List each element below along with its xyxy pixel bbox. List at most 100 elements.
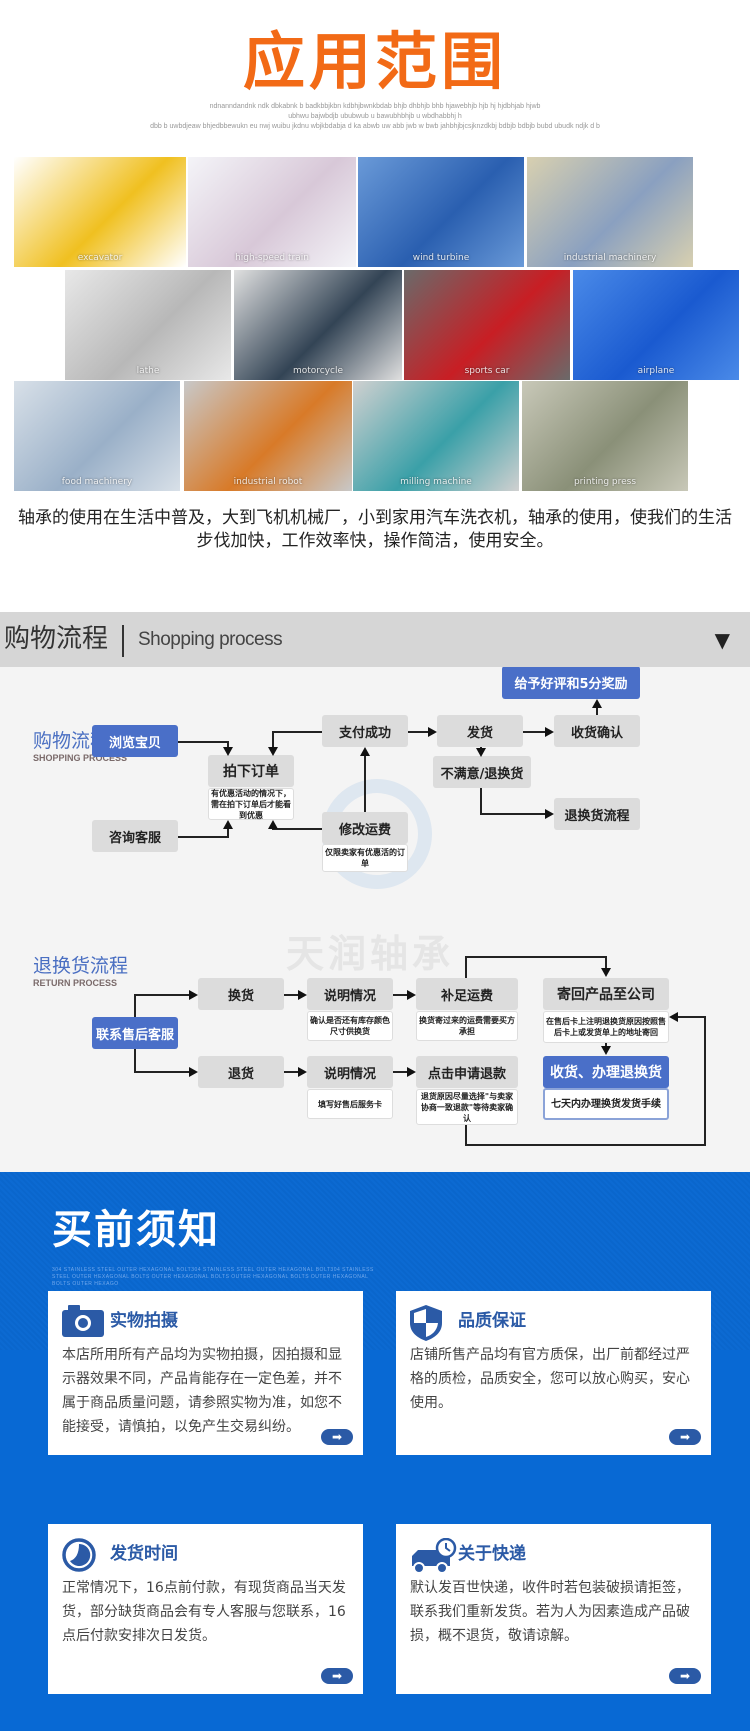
connector	[523, 731, 545, 733]
photo-caption: printing press	[573, 477, 637, 487]
arrow-right-button[interactable]: ➡	[669, 1668, 701, 1684]
application-photo: printing press	[522, 381, 688, 491]
step-return-process: 退换货流程	[554, 798, 640, 830]
notice-title: 买前须知	[52, 1207, 220, 1253]
arrow-right-icon	[298, 990, 307, 1000]
connector	[134, 1071, 189, 1073]
application-photo: airplane	[573, 270, 739, 380]
connector	[272, 828, 322, 830]
connector	[178, 836, 228, 838]
photo-caption: wind turbine	[412, 253, 470, 263]
topup-shipping-note: 换货寄过来的运费需要买方承担	[416, 1011, 518, 1041]
arrow-right-button[interactable]: ➡	[669, 1429, 701, 1445]
connector	[364, 755, 366, 812]
arrow-up-icon	[268, 820, 278, 829]
step-explain-exchange: 说明情况	[307, 978, 393, 1010]
notice-card-quality: 品质保证 店铺所售产品均有官方质保，出厂前都经过严格的质检，品质安全，您可以放心…	[396, 1291, 711, 1455]
arrow-up-icon	[223, 820, 233, 829]
connector	[272, 731, 322, 733]
application-range-section: 应用范围 ndnanndandnk ndk dbkabnk b badkbbjk…	[0, 0, 750, 608]
connector	[393, 1071, 407, 1073]
connector	[465, 956, 607, 958]
arrow-right-icon	[189, 1067, 198, 1077]
step-contact-aftersales: 联系售后客服	[92, 1017, 178, 1049]
explain-exchange-note: 确认是否还有库存颜色尺寸供换货	[307, 1011, 393, 1041]
arrow-right-icon	[298, 1067, 307, 1077]
purchase-notice-section: 买前须知 304 STAINLESS STEEL OUTER HEXAGONAL…	[0, 1172, 750, 1731]
decorative-filler-text: 304 STAINLESS STEEL OUTER HEXAGONAL BOLT…	[52, 1267, 374, 1287]
photo-caption: high-speed train	[235, 253, 309, 263]
arrow-down-icon	[476, 748, 486, 757]
connector	[284, 1071, 298, 1073]
step-place-order: 拍下订单	[208, 755, 294, 787]
connector	[178, 741, 228, 743]
application-photo: milling machine	[353, 381, 519, 491]
arrow-down-icon	[601, 968, 611, 977]
shopping-process-header[interactable]: 购物流程 Shopping process ▼	[0, 612, 750, 667]
section-title-en: Shopping process	[138, 629, 283, 650]
application-photo: high-speed train	[188, 157, 356, 267]
notice-card-courier: 关于快递 默认发百世快递，收件时若包装破损请拒签，联系我们重新发货。若为人为因素…	[396, 1524, 711, 1694]
return-flow-subtitle: RETURN PROCESS	[33, 978, 118, 988]
step-modify-shipping: 修改运费	[322, 812, 408, 844]
shopping-flow-subtitle: SHOPPING PROCESS	[33, 753, 128, 763]
card-title: 实物拍摄	[110, 1311, 178, 1331]
connector	[480, 813, 545, 815]
connector	[605, 1043, 607, 1047]
photo-caption: industrial machinery	[563, 253, 657, 263]
photo-caption: industrial robot	[233, 477, 303, 487]
photo-caption: excavator	[77, 253, 123, 263]
arrow-up-icon	[592, 699, 602, 708]
arrow-right-icon	[189, 990, 198, 1000]
connector	[272, 828, 274, 830]
arrow-down-icon	[601, 1046, 611, 1055]
card-body: 本店所用所有产品均为实物拍摄，因拍摄和显示器效果不同，产品肯能存在一定色差，并不…	[62, 1347, 342, 1435]
notice-card-shipping-time: 发货时间 正常情况下，16点前付款，有现货商品当天发货，部分缺货商品会有专人客服…	[48, 1524, 363, 1694]
arrow-down-icon	[268, 747, 278, 756]
application-photo: wind turbine	[358, 157, 524, 267]
application-range-title: 应用范围	[242, 25, 507, 98]
connector	[227, 828, 229, 838]
process-return-note: 七天内办理换货发货手续	[543, 1088, 669, 1120]
arrow-up-icon	[360, 747, 370, 756]
step-unsatisfied-return: 不满意/退换货	[433, 756, 531, 788]
connector	[465, 1144, 705, 1146]
step-give-review: 给予好评和5分奖励	[502, 667, 640, 699]
arrow-left-icon	[669, 1012, 678, 1022]
step-process-return: 收货、办理退换货	[543, 1056, 669, 1088]
section-title-cn: 购物流程	[4, 624, 109, 654]
shopping-process-diagram: 天润轴承 购物流程 SHOPPING PROCESS 浏览宝贝 咨询客服 拍下订…	[0, 667, 750, 1172]
card-body: 正常情况下，16点前付款，有现货商品当天发货，部分缺货商品会有专人客服与您联系，…	[62, 1580, 346, 1644]
application-photo: industrial robot	[184, 381, 352, 491]
photo-caption: milling machine	[400, 477, 472, 487]
explain-refund-note: 填写好售后服务卡	[307, 1089, 393, 1119]
arrow-right-icon	[407, 990, 416, 1000]
step-explain-refund: 说明情况	[307, 1056, 393, 1088]
divider	[122, 625, 124, 657]
arrow-right-button[interactable]: ➡	[321, 1668, 353, 1684]
return-flow-title: 退换货流程	[33, 955, 129, 977]
modify-shipping-note: 仅限卖家有优惠活的订单	[322, 844, 408, 872]
step-refund: 退货	[198, 1056, 284, 1088]
step-payment-success: 支付成功	[322, 715, 408, 747]
decorative-filler-text: ndnanndandnk ndk dbkabnk b badkbbjkbn kd…	[150, 103, 600, 130]
photo-caption: airplane	[637, 366, 675, 376]
delivery-truck-icon	[410, 1537, 460, 1574]
shield-icon	[410, 1305, 450, 1341]
connector	[284, 994, 298, 996]
card-title: 关于快递	[458, 1544, 526, 1564]
connector	[134, 994, 136, 1017]
application-photo: industrial machinery	[527, 157, 693, 267]
caret-down-icon[interactable]: ▼	[714, 628, 730, 652]
connector	[134, 1049, 136, 1072]
step-send-back: 寄回产品至公司	[543, 978, 669, 1010]
connector	[465, 1125, 467, 1145]
connector	[408, 731, 428, 733]
arrow-right-icon	[428, 727, 437, 737]
arrow-right-button[interactable]: ➡	[321, 1429, 353, 1445]
arrow-right-icon	[545, 727, 554, 737]
step-browse: 浏览宝贝	[92, 725, 178, 757]
arrow-down-icon	[223, 747, 233, 756]
application-description: 轴承的使用在生活中普及，大到飞机机械厂，小到家用汽车洗衣机，轴承的使用，使我们的…	[18, 508, 732, 551]
application-photo: lathe	[65, 270, 231, 380]
